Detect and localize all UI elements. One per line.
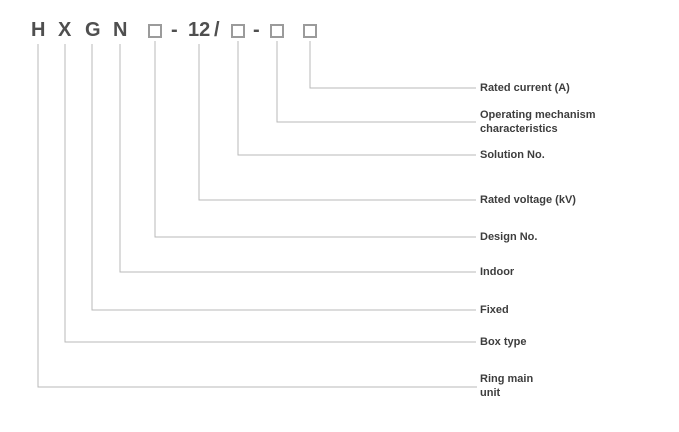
code-dash-1: - [171, 19, 178, 41]
connector-rated-current [309, 41, 476, 89]
code-voltage: 12 [188, 19, 211, 41]
connector-fixed [91, 44, 476, 311]
connector-indoor [119, 44, 476, 273]
code-placeholder-box-mechanism [270, 24, 284, 38]
code-dash-2: - [253, 19, 260, 41]
connector-rated-voltage [198, 44, 476, 201]
connector-ring-main-unit [37, 44, 477, 388]
label-rated-current: Rated current (A) [480, 82, 570, 94]
label-fixed: Fixed [480, 304, 509, 316]
label-rated-voltage: Rated voltage (kV) [480, 194, 576, 206]
label-design-no: Design No. [480, 231, 538, 243]
connector-design-no [154, 41, 476, 238]
code-letter-x: X [58, 19, 72, 41]
connector-operating-mechanism [276, 41, 476, 123]
label-solution-no: Solution No. [480, 149, 545, 161]
connector-solution-no [237, 41, 476, 156]
code-letter-g: G [85, 19, 101, 41]
code-placeholder-box-design [148, 24, 162, 38]
code-letter-h: H [31, 19, 46, 41]
connector-box-type [64, 44, 476, 343]
label-box-type: Box type [480, 336, 527, 348]
label-operating-mechanism: Operating mechanism characteristics [480, 109, 596, 135]
label-indoor: Indoor [480, 266, 515, 278]
code-letter-n: N [113, 19, 128, 41]
code-slash: / [214, 19, 220, 41]
code-placeholder-box-solution [231, 24, 245, 38]
code-placeholder-box-current [303, 24, 317, 38]
label-ring-main-unit: Ring main unit [480, 373, 534, 399]
